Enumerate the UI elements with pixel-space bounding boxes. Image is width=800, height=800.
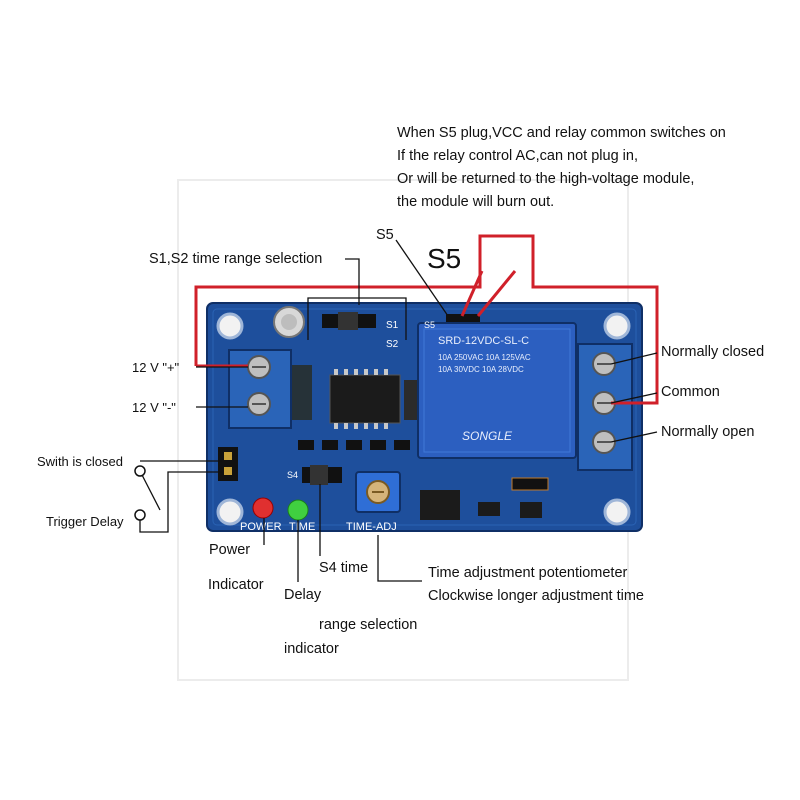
switch-blade (139, 470, 161, 511)
label-s5-big: S5 (427, 243, 462, 274)
label-range-selection: range selection (319, 617, 418, 633)
ic-pins (334, 369, 388, 429)
label-delay: Delay (284, 587, 322, 603)
red-wires (194, 234, 659, 405)
label-trigger-delay: Trigger Delay (46, 514, 124, 529)
silk-time: TIME (289, 521, 315, 533)
leader-lines (139, 239, 658, 582)
relay-rating-2: 10A 30VDC 10A 28VDC (438, 365, 524, 374)
power-led (252, 497, 274, 519)
label-power: Power (209, 542, 251, 558)
label-s4-time: S4 time (319, 560, 369, 576)
relay-terminal-block (577, 343, 633, 471)
label-common: Common (661, 384, 720, 400)
leader-normally-closed (610, 352, 658, 365)
diode (292, 365, 312, 420)
smd-fuse (511, 477, 549, 491)
jumper-s4 (302, 465, 342, 485)
smd-part (478, 502, 500, 516)
ic-chip (329, 374, 401, 424)
capacitor (273, 306, 305, 338)
leader-switch-bottom (139, 471, 222, 533)
rectifier (420, 490, 460, 520)
leader-s1s2-down (345, 258, 360, 305)
trigger-header (218, 447, 238, 481)
warning-line-4: the module will burn out. (397, 194, 555, 210)
silk-power: POWER (240, 521, 282, 533)
silk-s4: S4 (287, 470, 298, 480)
label-normally-open: Normally open (661, 424, 755, 440)
warning-line-3: Or will be returned to the high-voltage … (397, 171, 695, 187)
warning-line-1: When S5 plug,VCC and relay common switch… (397, 125, 726, 141)
wire-s5-left (460, 270, 484, 317)
label-pot-line-1: Time adjustment potentiometer (428, 565, 628, 581)
time-led (287, 499, 309, 521)
label-switch-closed: Swith is closed (37, 454, 123, 469)
silk-s2: S2 (386, 339, 399, 350)
leader-normally-open (610, 431, 658, 443)
warning-line-2: If the relay control AC,can not plug in, (397, 148, 638, 164)
label-indicator-2: indicator (284, 641, 339, 657)
label-pot-line-2: Clockwise longer adjustment time (428, 588, 644, 604)
silk-time-adj: TIME-ADJ (346, 521, 397, 533)
wire-vcc-to-common (194, 234, 659, 405)
relay-brand: SONGLE (462, 429, 513, 443)
label-12v-plus: 12 V "+" (132, 360, 180, 375)
relay (417, 322, 577, 459)
wire-s5-right (476, 270, 517, 317)
label-indicator: Indicator (208, 577, 264, 593)
label-s5-small: S5 (376, 227, 394, 243)
leader-s5 (395, 239, 449, 317)
leader-common (610, 392, 658, 404)
relay-model-text: SRD-12VDC-SL-C (438, 335, 529, 347)
leader-pot (377, 535, 422, 582)
jumper-s1-s2 (322, 312, 376, 330)
mounting-holes (216, 312, 631, 526)
label-12v-minus: 12 V "-" (132, 400, 176, 415)
pcb-edge (212, 308, 637, 526)
transistor (404, 380, 420, 420)
leader-s1s2-bracket (307, 297, 407, 340)
switch-contact-bottom (134, 509, 146, 521)
relay-rating-1: 10A 250VAC 10A 125VAC (438, 353, 531, 362)
switch-contact-top (134, 465, 146, 477)
silk-s1: S1 (386, 320, 399, 331)
label-s1s2-range: S1,S2 time range selection (149, 251, 323, 267)
power-terminal-block (228, 349, 292, 429)
smd-part-2 (520, 502, 542, 518)
silk-s5: S5 (424, 320, 435, 330)
potentiometer (355, 471, 401, 513)
label-normally-closed: Normally closed (661, 344, 765, 360)
smd-resistors (298, 440, 410, 450)
